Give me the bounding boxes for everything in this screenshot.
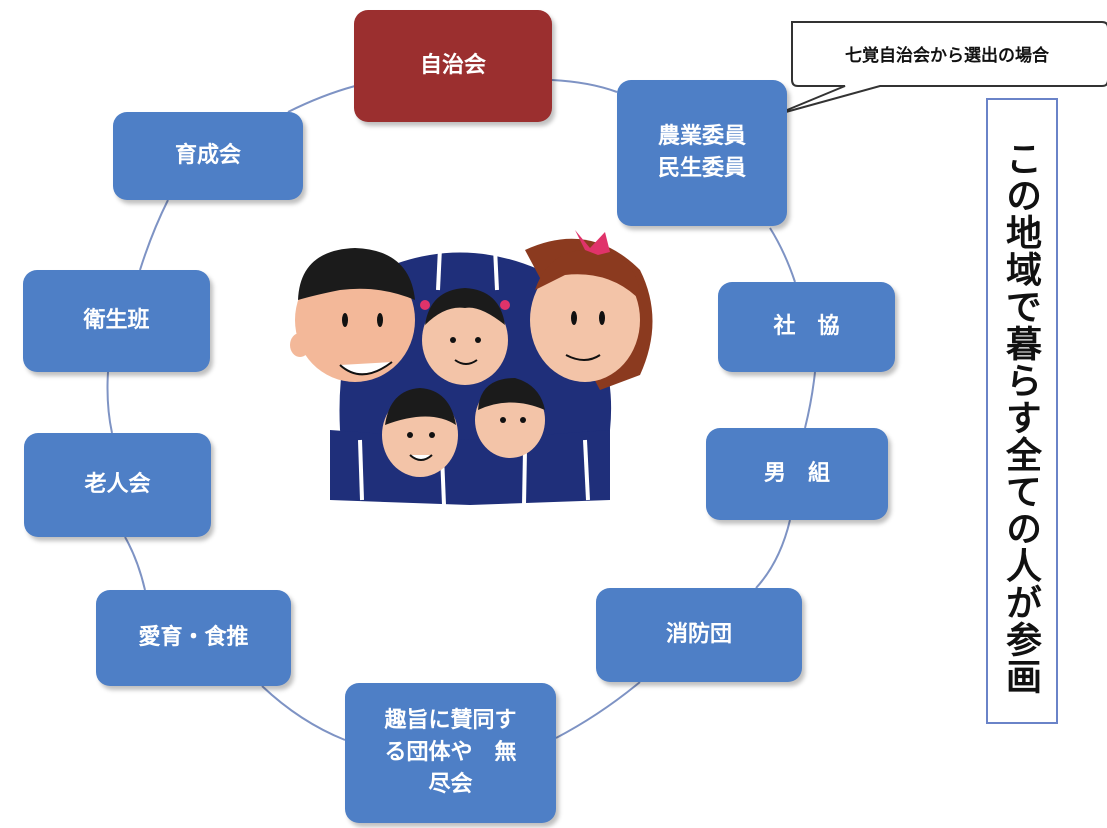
- node-label: 育成会: [174, 143, 241, 169]
- node-label: 趣旨に賛同す る団体や 無 尽会: [384, 708, 517, 797]
- connector-line: [139, 199, 169, 271]
- node-label: 自治会: [419, 53, 486, 79]
- connector-line: [124, 536, 146, 591]
- connector-line: [804, 371, 816, 429]
- connector-line: [261, 685, 346, 741]
- node-label: 愛育・食推: [138, 625, 249, 651]
- node-label: 農業委員 民生委員: [657, 124, 746, 181]
- node-nogyo-minsei: 農業委員 民生委員: [617, 80, 787, 226]
- node-label: 社 協: [773, 314, 840, 340]
- connector-line: [555, 681, 641, 739]
- node-rojinkai: 老人会: [24, 433, 211, 537]
- family-hug-icon: [290, 230, 653, 506]
- node-dangumi: 男 組: [706, 428, 888, 520]
- callout-text: 七覚自治会から選出の場合: [845, 45, 1049, 66]
- connector-line: [287, 85, 356, 113]
- node-aiiku-shokusui: 愛育・食推: [96, 590, 291, 686]
- node-shakyo: 社 協: [718, 282, 895, 372]
- connector-line: [755, 519, 791, 589]
- node-label: 老人会: [84, 472, 151, 498]
- node-label: 衛生班: [83, 308, 150, 334]
- node-label: 男 組: [763, 461, 830, 487]
- connector-ring: [106, 79, 816, 741]
- connector-line: [769, 227, 796, 283]
- vertical-note-text: この地域で暮らす全ての人が参画: [1000, 140, 1041, 695]
- node-shushi: 趣旨に賛同す る団体や 無 尽会: [345, 683, 556, 823]
- node-eiseihan: 衛生班: [23, 270, 210, 372]
- node-label: 消防団: [665, 622, 732, 648]
- vertical-note-box: この地域で暮らす全ての人が参画: [986, 98, 1058, 724]
- connector-line: [551, 79, 618, 93]
- node-shobodan: 消防団: [596, 588, 802, 682]
- node-ikuseikai: 育成会: [113, 112, 303, 200]
- node-jichikai: 自治会: [354, 10, 552, 122]
- connector-line: [106, 371, 113, 434]
